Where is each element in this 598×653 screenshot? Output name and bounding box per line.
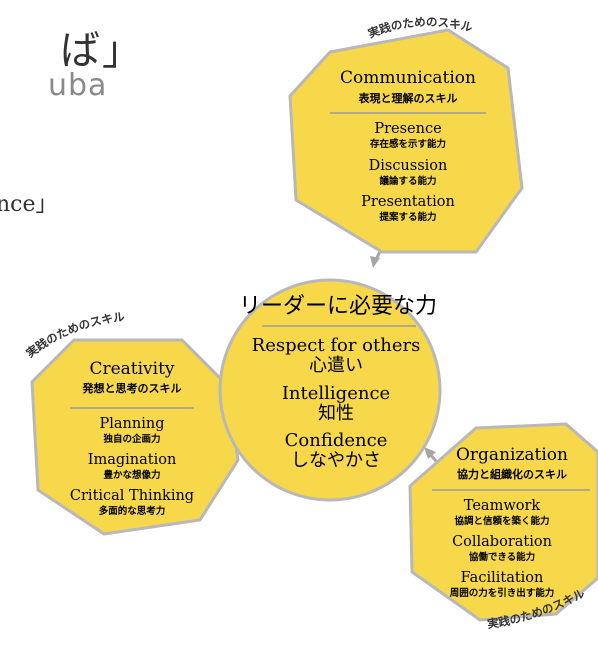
communication-item-en: Presentation (361, 194, 455, 210)
organization-item-en: Teamwork (464, 498, 541, 514)
creativity-item-en: Critical Thinking (70, 488, 194, 504)
core-leadership-group: リーダーに必要な力 Respect for others 心遣い Intelli… (218, 278, 442, 502)
communication-skill-group: Communication 表現と理解のスキル Presence 存在感を示す能… (288, 28, 524, 254)
communication-item-jp: 提案する能力 (379, 211, 436, 223)
creativity-shape (30, 338, 240, 536)
core-title: リーダーに必要な力 (239, 294, 437, 319)
creativity-title: Creativity (89, 359, 174, 379)
organization-skill-group: Organization 協力と組織化のスキル Teamwork 協調と信頼を築… (408, 422, 598, 622)
organization-item-jp: 周囲の力を引き出す能力 (450, 587, 555, 599)
core-item-en: Respect for others (252, 335, 421, 356)
organization-item-en: Facilitation (461, 570, 544, 586)
heading-romaji-fragment: uba (48, 68, 108, 103)
organization-item-jp: 協働できる能力 (469, 551, 535, 563)
organization-item-jp: 協調と信頼を築く能力 (454, 515, 549, 527)
heading-title-fragment: ば」 (60, 28, 144, 74)
core-item-jp: 心遣い (309, 355, 363, 376)
communication-title: Communication (340, 68, 476, 88)
communication-item-jp: 議論する能力 (379, 175, 436, 187)
communication-subtitle: 表現と理解のスキル (358, 91, 458, 105)
communication-shape (288, 28, 524, 254)
core-item-en: Confidence (285, 430, 388, 451)
creativity-item-jp: 独自の企画力 (102, 433, 160, 445)
heading-subtitle-fragment: nce」 (0, 192, 58, 217)
creativity-item-jp: 多面的な思考力 (99, 505, 166, 517)
core-item-jp: 知性 (318, 403, 354, 424)
creativity-skill-group: Creativity 発想と思考のスキル Planning 独自の企画力 Ima… (30, 338, 240, 536)
communication-item-en: Presence (374, 121, 441, 137)
core-item-jp: しなやかさ (291, 450, 381, 471)
organization-shape (408, 422, 598, 622)
organization-item-en: Collaboration (452, 534, 552, 550)
communication-item-en: Discussion (369, 158, 448, 174)
creativity-item-en: Imagination (88, 452, 177, 468)
organization-subtitle: 協力と組織化のスキル (457, 467, 567, 481)
organization-title: Organization (456, 445, 568, 465)
communication-item-jp: 存在感を示す能力 (369, 138, 446, 150)
creativity-subtitle: 発想と思考のスキル (82, 381, 182, 395)
creativity-item-en: Planning (100, 416, 165, 432)
core-item-en: Intelligence (282, 383, 390, 404)
core-circle (218, 278, 442, 502)
creativity-item-jp: 豊かな想像力 (103, 469, 160, 481)
